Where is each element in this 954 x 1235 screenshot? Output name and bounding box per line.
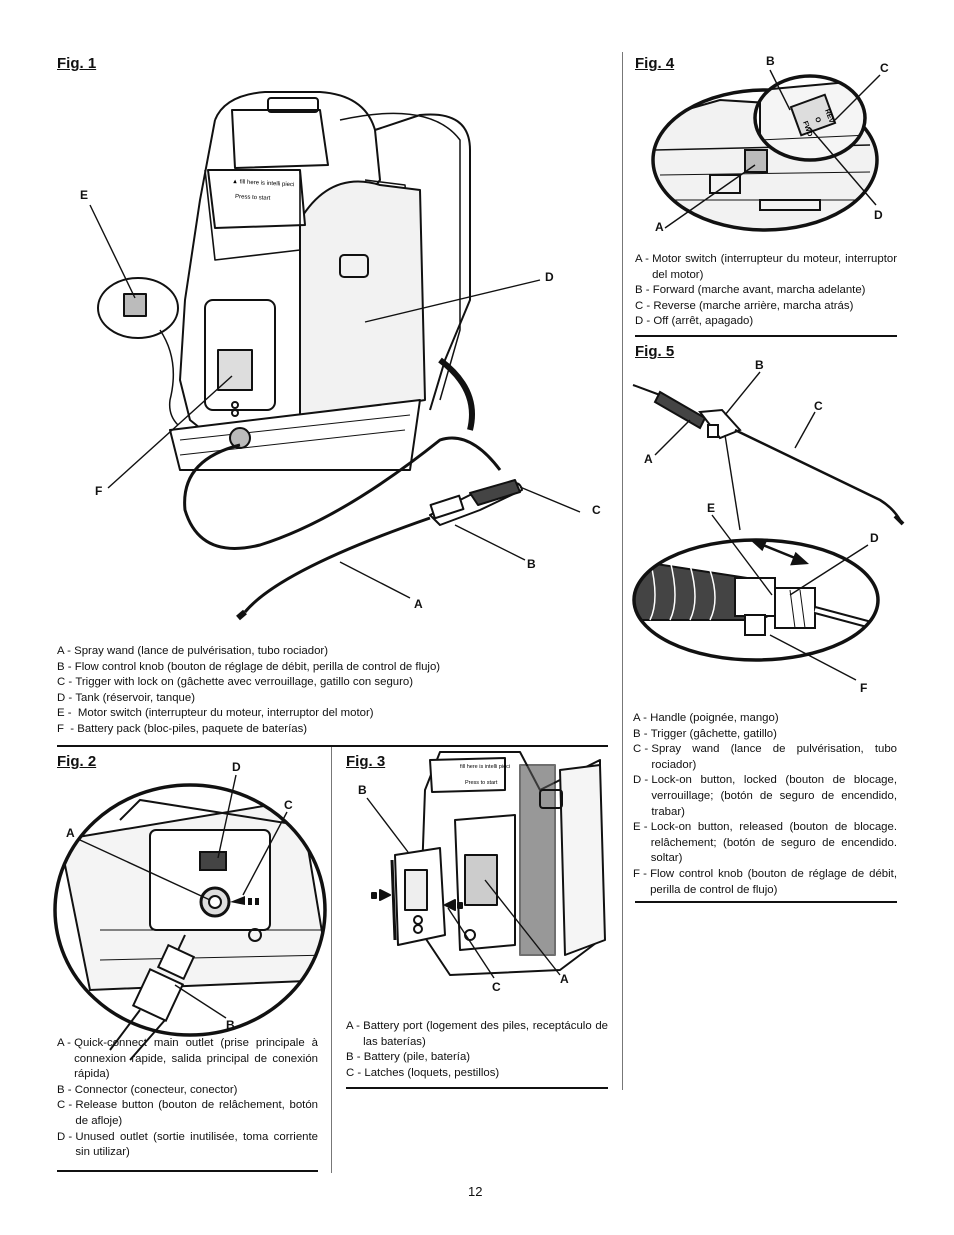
legend-row: C - Release button (bouton de relâchemen… — [57, 1099, 318, 1127]
fig1-legend: A - Spray wand (lance de pulvérisation, … — [57, 644, 607, 738]
fig5-callout-c: C — [814, 399, 823, 413]
legend-row: E - Lock-on button, released (bouton de … — [633, 821, 897, 865]
legend-row: C - Spray wand (lance de pulvérisation, … — [633, 743, 897, 771]
fig1-bottom-rule — [57, 745, 608, 747]
fig3-legend: A - Battery port (logement des piles, re… — [346, 1019, 608, 1081]
legend-row: A - Motor switch (interrupteur du moteur… — [635, 253, 897, 281]
fig5-callout-b: B — [755, 358, 764, 372]
fig4-switch-rev: REV — [823, 108, 835, 124]
fig2-callout-b: B — [226, 1018, 235, 1032]
fig5-callout-f: F — [860, 681, 868, 695]
fig1-callout-c: C — [592, 503, 601, 517]
fig3-callout-c: C — [492, 980, 501, 994]
fig3-bottom-rule — [346, 1087, 608, 1089]
fig4-switch-off: O — [813, 116, 822, 124]
legend-row: B - Flow control knob (bouton de réglage… — [57, 660, 441, 673]
fig4-legend: A - Motor switch (interrupteur du moteur… — [635, 252, 897, 330]
fig5-callout-e: E — [707, 501, 716, 515]
legend-row: F - Flow control knob (bouton de réglage… — [633, 867, 897, 896]
legend-row: E - Motor switch (interrupteur du moteur… — [57, 707, 374, 720]
legend-row: B - Forward (marche avant, marcha adelan… — [635, 284, 866, 297]
fig5-callout-a: A — [644, 452, 653, 466]
fig1-callout-b: B — [527, 557, 536, 571]
legend-row: A - Quick-connect main outlet (prise pri… — [57, 1037, 318, 1081]
legend-row: C - Reverse (marche arrière, marcha atrá… — [635, 299, 854, 312]
fig5-callout-d: D — [870, 531, 879, 545]
legend-row: D - Unused outlet (sortie inutilisée, to… — [57, 1130, 318, 1159]
fig1-callout-f: F — [95, 484, 103, 498]
legend-row: D - Off (arrêt, apagado) — [635, 315, 754, 328]
legend-row: C - Latches (loquets, pestillos) — [346, 1066, 500, 1079]
fig5-title: Fig. 5 — [635, 343, 675, 360]
column-divider — [622, 52, 623, 1090]
fig5-legend: A - Handle (poignée, mango) B - Trigger … — [633, 711, 897, 898]
fig3-callout-b: B — [358, 783, 367, 797]
fig1-title: Fig. 1 — [57, 55, 97, 72]
fig4-callout-b: B — [766, 54, 775, 68]
legend-row: C - Trigger with lock on (gâchette avec … — [57, 676, 414, 689]
fig2-title: Fig. 2 — [57, 753, 97, 770]
fig3-callout-a: A — [560, 972, 569, 986]
fig4-callout-d: D — [874, 208, 883, 222]
fig4-bottom-rule — [635, 335, 897, 337]
fig1-callout-e: E — [80, 188, 89, 202]
fig4-title: Fig. 4 — [635, 55, 675, 72]
fig1-callout-a: A — [414, 597, 423, 611]
page-number: 12 — [468, 1184, 483, 1199]
legend-row: B - Battery (pile, batería) — [346, 1051, 471, 1064]
fig4-callout-a: A — [655, 220, 664, 234]
fig3-device-text-2: Press to start — [465, 780, 498, 786]
fig2-callout-c: C — [284, 798, 293, 812]
fig3-device-text-1: fill here is intelli pieci — [460, 764, 510, 770]
fig1-device-text-2: Press to start — [235, 194, 271, 202]
fig2-legend: A - Quick-connect main outlet (prise pri… — [57, 1036, 318, 1161]
fig2-fig3-divider — [331, 747, 332, 1173]
fig5-bottom-rule — [635, 901, 897, 903]
fig2-callout-a: A — [66, 826, 75, 840]
fig1-device-text-1: ▲ fill here is intelli pieci — [232, 179, 295, 188]
legend-row: A - Handle (poignée, mango) — [633, 712, 779, 724]
legend-row: F - Battery pack (bloc-piles, paquete de… — [57, 722, 308, 735]
legend-row: D - Lock-on button, locked (bouton de bl… — [633, 774, 897, 818]
fig1-callout-d: D — [545, 270, 554, 284]
legend-row: D - Tank (réservoir, tanque) — [57, 691, 196, 704]
fig4-callout-c: C — [880, 61, 889, 75]
fig3-title: Fig. 3 — [346, 753, 386, 770]
fig2-callout-d: D — [232, 760, 241, 774]
fig2-bottom-rule — [57, 1170, 318, 1172]
legend-row: A - Battery port (logement des piles, re… — [346, 1020, 608, 1048]
legend-row: A - Spray wand (lance de pulvérisation, … — [57, 645, 328, 657]
legend-row: B - Connector (conecteur, conector) — [57, 1083, 238, 1096]
legend-row: B - Trigger (gâchette, gatillo) — [633, 727, 777, 740]
